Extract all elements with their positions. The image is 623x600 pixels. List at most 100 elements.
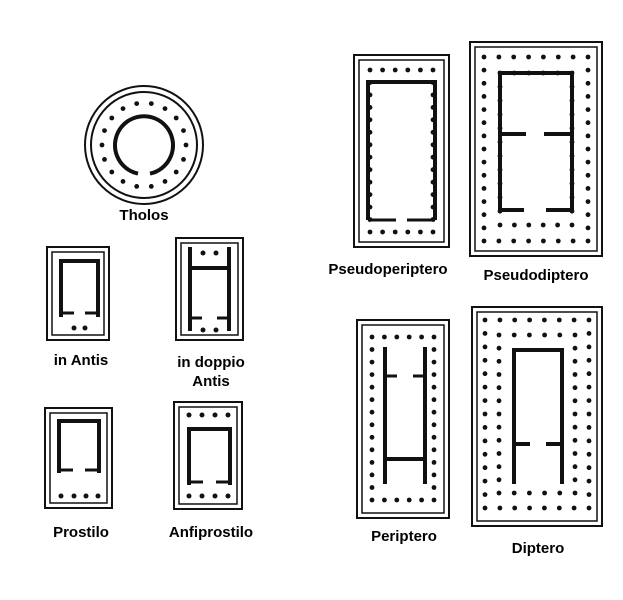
column-dot xyxy=(496,345,502,351)
column-dot xyxy=(569,139,575,145)
pseudodiptero-outer-border xyxy=(469,41,603,257)
column-dot xyxy=(572,464,578,470)
column-dot xyxy=(572,345,578,351)
column-dot xyxy=(482,478,488,484)
column-dot xyxy=(431,434,437,440)
column-dot xyxy=(572,451,578,456)
column-dot xyxy=(418,229,423,235)
column-dot xyxy=(148,184,154,189)
in-doppio-antis-label-line2: Antis xyxy=(192,373,230,390)
anfiprostilo-label: Anfiprostilo xyxy=(169,524,253,541)
column-dot xyxy=(369,434,375,440)
column-dot xyxy=(569,70,575,76)
prostilo-inner-border xyxy=(49,412,108,504)
column-dot xyxy=(585,186,591,191)
column-dot xyxy=(569,112,575,117)
diptero-cella-walls xyxy=(512,348,564,484)
column-dot xyxy=(430,204,436,210)
column-dot xyxy=(369,497,375,503)
column-dot xyxy=(556,505,562,511)
column-dot xyxy=(482,344,488,350)
prostilo-outer-border xyxy=(44,407,113,509)
in-doppio-antis-plan xyxy=(175,237,244,341)
column-dot xyxy=(585,146,591,152)
column-dot xyxy=(430,167,436,173)
column-dot xyxy=(109,169,115,175)
diptero-outer-border xyxy=(471,306,603,527)
column-dot xyxy=(497,505,503,511)
column-dot xyxy=(406,334,412,340)
prostilo-cella-walls xyxy=(57,419,101,473)
column-dot xyxy=(431,460,437,465)
in-antis-columns xyxy=(71,325,88,331)
pseudoperiptero-inner-border xyxy=(358,59,445,243)
tholos-cella-wall xyxy=(113,114,175,176)
column-dot xyxy=(120,179,126,184)
column-dot xyxy=(526,70,532,76)
column-dot xyxy=(431,372,437,377)
column-dot xyxy=(120,106,126,111)
column-dot xyxy=(512,70,517,76)
column-dot xyxy=(555,54,561,60)
anfiprostilo-outer-border xyxy=(173,401,243,510)
column-dot xyxy=(481,225,487,231)
in-doppio-antis-outer-border xyxy=(175,237,244,341)
column-dot xyxy=(394,497,400,503)
column-dot xyxy=(497,84,503,90)
column-dot xyxy=(482,384,488,390)
column-dot xyxy=(418,67,423,73)
column-dot xyxy=(496,332,502,338)
column-dot xyxy=(572,372,578,377)
column-dot xyxy=(431,334,437,340)
column-dot xyxy=(497,222,503,228)
column-dot xyxy=(367,217,373,222)
pseudoperiptero-label: Pseudoperiptero xyxy=(328,261,447,278)
column-dot xyxy=(369,347,375,352)
column-dot xyxy=(102,128,107,134)
column-dot xyxy=(99,142,105,148)
column-dot xyxy=(430,92,436,98)
column-dot xyxy=(419,497,424,503)
column-dot xyxy=(555,70,560,76)
column-dot xyxy=(572,437,578,443)
column-dot xyxy=(481,94,487,99)
column-dot xyxy=(405,229,411,235)
column-dot xyxy=(367,117,373,123)
column-dot xyxy=(173,169,179,175)
column-dot xyxy=(512,317,518,323)
in-antis-plan xyxy=(46,246,110,341)
column-dot xyxy=(496,411,502,417)
diptero-plan xyxy=(471,306,603,527)
column-dot xyxy=(585,225,591,231)
column-dot xyxy=(496,358,502,364)
pseudoperiptero-plan xyxy=(353,54,450,248)
column-dot xyxy=(496,490,502,496)
anfiprostilo-cella-walls xyxy=(187,427,232,485)
pseudodiptero-columns xyxy=(481,54,591,244)
column-dot xyxy=(369,472,375,478)
column-dot xyxy=(431,447,437,453)
column-dot xyxy=(369,334,375,340)
column-dot xyxy=(586,478,592,484)
column-dot xyxy=(496,424,502,430)
column-dot xyxy=(481,107,487,112)
column-dot xyxy=(481,238,487,244)
pseudoperiptero-outer-border xyxy=(353,54,450,248)
column-dot xyxy=(481,54,487,60)
column-dot xyxy=(527,505,532,511)
anfiprostilo-columns xyxy=(186,412,231,499)
column-dot xyxy=(511,54,517,60)
column-dot xyxy=(569,98,575,103)
column-dot xyxy=(482,331,488,336)
in-doppio-antis-inner-border xyxy=(180,242,239,336)
pseudodiptero-label: Pseudodiptero xyxy=(483,267,588,284)
column-dot xyxy=(571,317,577,323)
column-dot xyxy=(134,101,140,106)
column-dot xyxy=(496,398,502,404)
column-dot xyxy=(572,490,578,496)
column-dot xyxy=(430,217,436,222)
column-dot xyxy=(586,371,592,377)
tholos-inner-ring xyxy=(90,91,198,199)
column-dot xyxy=(382,334,387,340)
column-dot xyxy=(481,133,487,139)
